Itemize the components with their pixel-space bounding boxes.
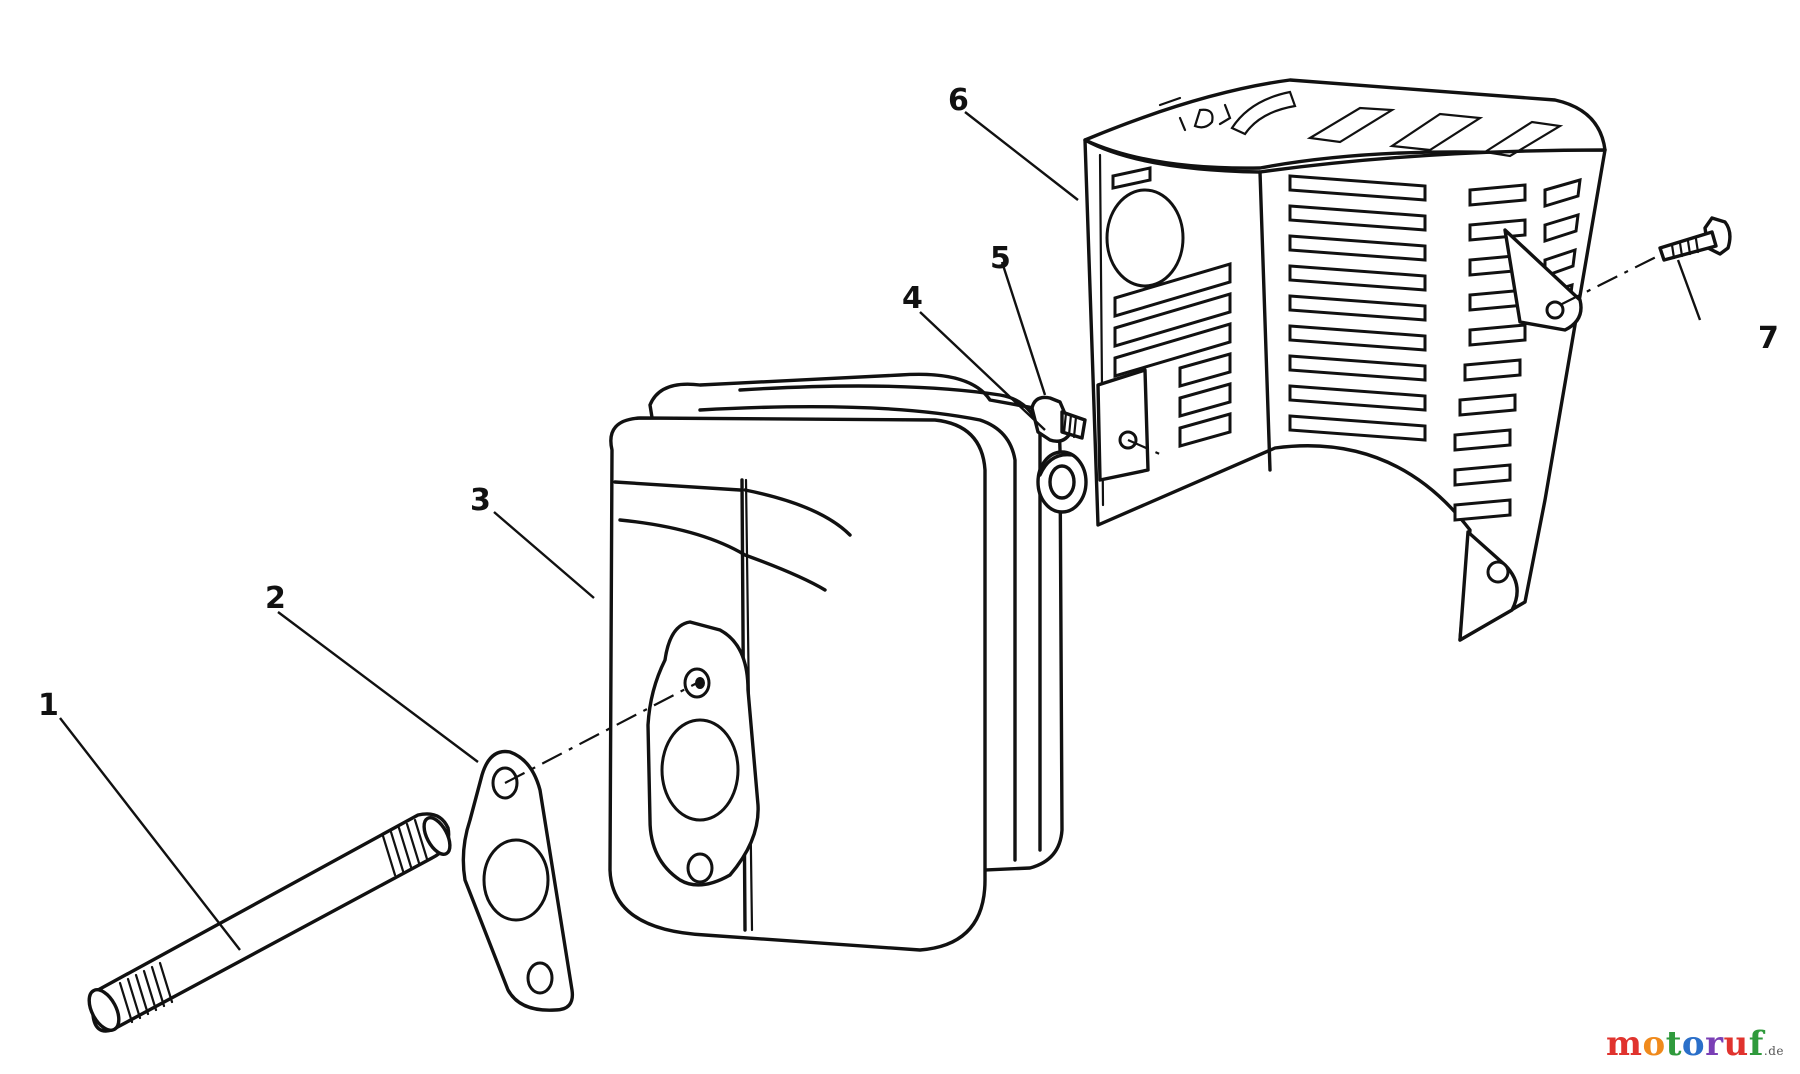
watermark-letter: f <box>1748 1024 1764 1064</box>
callout-7: 7 <box>1758 321 1779 356</box>
watermark-letter: r <box>1705 1024 1724 1064</box>
motoruf-watermark-logo: motoruf.de <box>1606 1024 1784 1064</box>
gasket <box>461 749 575 1012</box>
callout-1: 1 <box>38 688 59 723</box>
watermark-letter: o <box>1681 1024 1706 1064</box>
lock-washer <box>1036 450 1088 514</box>
alignment-lines <box>504 254 1661 784</box>
callout-3: 3 <box>470 483 491 518</box>
watermark-letter: t <box>1665 1024 1682 1064</box>
muffler <box>608 372 1064 952</box>
watermark-letter: u <box>1723 1024 1749 1064</box>
watermark-letter: m <box>1606 1024 1643 1064</box>
watermark-letter: o <box>1642 1024 1666 1064</box>
short-bolt <box>1030 395 1087 443</box>
watermark-suffix: .de <box>1763 1044 1784 1058</box>
callout-5: 5 <box>990 241 1011 276</box>
callout-6: 6 <box>948 83 969 118</box>
callout-2: 2 <box>265 581 286 616</box>
exhaust-stud <box>87 812 452 1033</box>
heat-shield <box>1083 78 1607 642</box>
shield-bolt <box>1658 216 1732 262</box>
leader-lines <box>59 111 1702 951</box>
callout-4: 4 <box>902 281 923 316</box>
